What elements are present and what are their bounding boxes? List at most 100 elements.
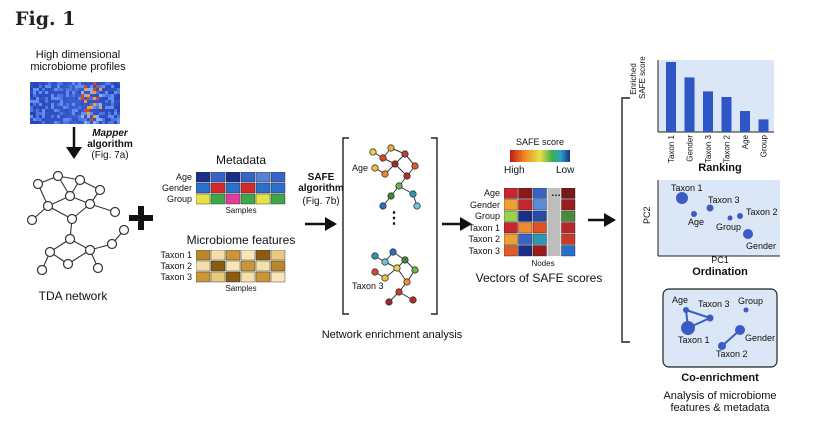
heatmap-cell xyxy=(108,121,111,124)
heatmap-cell xyxy=(105,82,108,85)
scores-row-label: Age xyxy=(483,188,500,198)
heatmap-cell xyxy=(105,115,108,118)
heatmap-cell xyxy=(78,97,81,100)
coenrichment-label: Gender xyxy=(745,333,776,343)
heatmap-cell xyxy=(39,118,42,121)
heatmap-cell xyxy=(42,91,45,94)
heatmap-cell xyxy=(57,82,60,85)
heatmap-cell xyxy=(90,85,93,88)
matrix-cell xyxy=(561,245,576,257)
ranking-bar xyxy=(703,91,713,132)
heatmap-cell xyxy=(102,118,105,121)
heatmap-cell xyxy=(72,118,75,121)
scores-dots: … xyxy=(551,188,561,199)
matrix-cell xyxy=(210,260,226,272)
network-ellipsis: ⋮ xyxy=(386,210,402,227)
enriched-networks xyxy=(342,137,438,315)
heatmap-cell xyxy=(81,91,84,94)
heatmap-cell xyxy=(45,85,48,88)
heatmap-cell xyxy=(111,85,114,88)
heatmap-cell xyxy=(102,82,105,85)
heatmap-cell xyxy=(78,118,81,121)
features-title: Microbiome features xyxy=(186,233,296,247)
heatmap-cell xyxy=(69,118,72,121)
heatmap-cell xyxy=(48,91,51,94)
tda-network xyxy=(26,170,130,276)
heatmap-cell xyxy=(48,112,51,115)
heatmap-cell xyxy=(39,103,42,106)
metadata-matrix xyxy=(196,172,286,205)
heatmap-cell xyxy=(36,97,39,100)
heatmap-cell xyxy=(108,103,111,106)
heatmap-cell xyxy=(105,100,108,103)
scores-row-label: Taxon 1 xyxy=(468,222,500,233)
heatmap-cell xyxy=(63,115,66,118)
heatmap-cell xyxy=(57,103,60,106)
matrix-cell xyxy=(255,172,271,183)
heatmap-cell xyxy=(90,97,93,100)
coenrichment-node-age xyxy=(683,307,689,313)
heatmap-cell xyxy=(63,106,66,109)
heatmap-cell xyxy=(57,85,60,88)
coenrichment-node-taxon2 xyxy=(718,342,726,350)
heatmap-cell xyxy=(117,121,120,124)
figure-label: Fig. 1 xyxy=(15,8,76,30)
heatmap-cell xyxy=(72,82,75,85)
mapper-label-rest: algorithm xyxy=(87,139,133,150)
matrix-cell xyxy=(225,271,241,283)
network-bottom-label: Taxon 3 xyxy=(352,281,384,291)
heatmap-cell xyxy=(45,97,48,100)
heatmap-cell xyxy=(108,115,111,118)
heatmap-cell xyxy=(84,109,87,112)
heatmap-cell xyxy=(90,106,93,109)
heatmap-cell xyxy=(111,103,114,106)
matrix-cell xyxy=(255,250,271,261)
heatmap-cell xyxy=(57,115,60,118)
heatmap-cell xyxy=(36,103,39,106)
heatmap-cell xyxy=(108,94,111,97)
heatmap-cell xyxy=(102,121,105,124)
ranking-caption: Ranking xyxy=(698,162,742,174)
matrix-cell xyxy=(196,193,211,205)
heatmap-cell xyxy=(102,112,105,115)
safe-label-ref: (Fig. 7b) xyxy=(302,196,340,207)
heatmap-cell xyxy=(81,94,84,97)
heatmap-cell xyxy=(84,82,87,85)
heatmap-cell xyxy=(33,103,36,106)
heatmap-cell xyxy=(51,91,54,94)
heatmap-cell xyxy=(111,94,114,97)
matrix-cell xyxy=(270,172,286,183)
metadata-title: Metadata xyxy=(215,153,267,167)
heatmap-cell xyxy=(45,91,48,94)
heatmap-cell xyxy=(81,118,84,121)
heatmap-cell xyxy=(117,82,120,85)
matrix-cell xyxy=(225,250,241,261)
heatmap-cell xyxy=(114,88,117,91)
matrix-cell xyxy=(225,172,241,183)
matrix-cell xyxy=(210,250,226,261)
heatmap-cell xyxy=(99,118,102,121)
heatmap-cell xyxy=(108,109,111,112)
heatmap-cell xyxy=(99,112,102,115)
ranking-plot-bg xyxy=(658,60,774,132)
heatmap-cell xyxy=(60,112,63,115)
heatmap-cell xyxy=(96,103,99,106)
heatmap-cell xyxy=(72,103,75,106)
heatmap-cell xyxy=(30,118,33,121)
legend-title: SAFE score xyxy=(515,137,564,147)
heatmap-cell xyxy=(78,106,81,109)
coenrichment-node-taxon3 xyxy=(706,314,714,322)
heatmap-cell xyxy=(93,82,96,85)
heatmap-cell xyxy=(75,118,78,121)
heatmap-cell xyxy=(96,91,99,94)
legend-high: High xyxy=(504,165,525,176)
heatmap-cell xyxy=(96,121,99,124)
heatmap-cell xyxy=(48,100,51,103)
matrix-cell xyxy=(196,250,211,261)
heatmap-cell xyxy=(45,100,48,103)
metadata-row-label: Group xyxy=(166,194,192,204)
ordination-point-taxon3 xyxy=(706,204,714,212)
heatmap-cell xyxy=(42,88,45,91)
features-row-label: Taxon 2 xyxy=(160,261,192,271)
input-title: High dimensional microbiome profiles xyxy=(17,49,139,73)
